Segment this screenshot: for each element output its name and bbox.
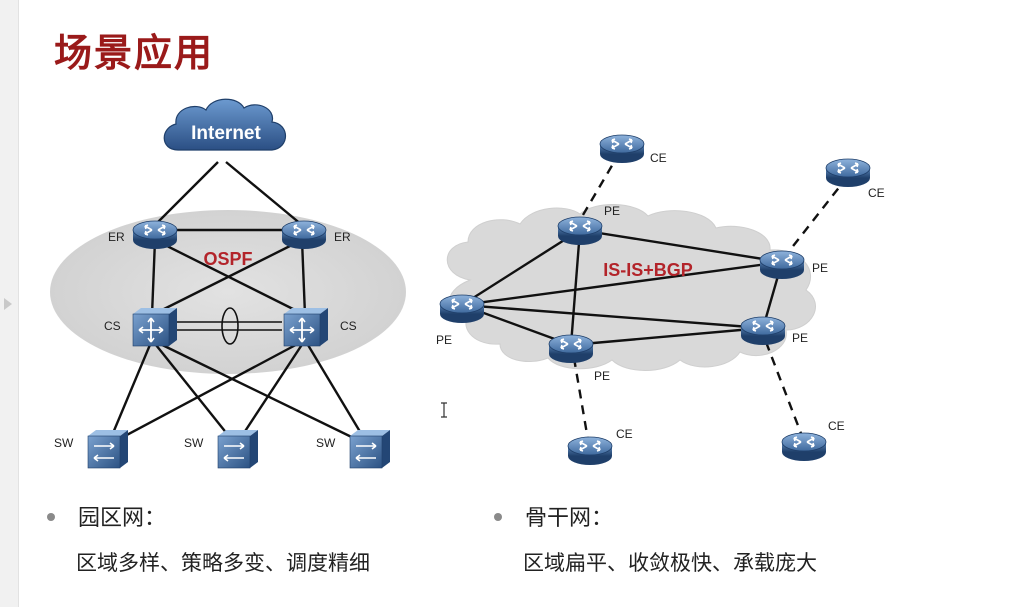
pe-router-lower-right-icon[interactable] [740,316,786,346]
cs-label-left: CS [104,319,121,333]
bullet-campus [47,513,55,521]
bullet-backbone [494,513,502,521]
campus-description: 区域多样、策略多变、调度精细 [76,551,370,575]
sw-label-2: SW [184,436,204,450]
pe-router-right-icon[interactable] [759,250,805,280]
pe-router-bottom-icon[interactable] [548,334,594,364]
sw-label-3: SW [316,436,336,450]
backbone-heading: 骨干网： [525,506,614,531]
ce-router-right-icon[interactable] [825,158,871,188]
pe-label-right: PE [812,261,828,275]
ce-router-top-icon[interactable] [599,134,645,164]
campus-area-ellipse [50,210,406,374]
sw-switch-1-icon[interactable] [87,429,129,469]
campus-heading: 园区网： [78,506,167,531]
cs-switch-right-icon[interactable] [283,307,329,347]
ce-label-bottom-right: CE [828,419,845,433]
pe-router-top-icon[interactable] [557,216,603,246]
cs-link-aggregation [176,307,282,345]
pe-router-left-icon[interactable] [439,294,485,324]
ce-router-bottom-right-icon[interactable] [781,432,827,462]
left-edge-bar [0,0,19,607]
ce-label-top: CE [650,151,667,165]
cs-label-right: CS [340,319,357,333]
backbone-cloud-icon [446,203,816,371]
internet-cloud-icon: Internet [163,98,287,151]
prev-slide-arrow-icon[interactable] [4,298,12,310]
ce-access-links [572,151,849,441]
ce-label-bottom-left: CE [616,427,633,441]
isis-bgp-label: IS-IS+BGP [603,260,693,280]
ospf-label: OSPF [203,249,252,269]
er-label-right: ER [334,230,351,244]
ce-router-bottom-left-icon[interactable] [567,436,613,466]
er-router-right-icon[interactable] [281,220,327,250]
pe-label-bottom: PE [594,369,610,383]
text-cursor-icon [441,402,447,418]
campus-links [106,161,370,447]
sw-switch-2-icon[interactable] [217,429,259,469]
sw-label-1: SW [54,436,74,450]
cs-switch-left-icon[interactable] [132,307,178,347]
er-label-left: ER [108,230,125,244]
pe-label-lower-right: PE [792,331,808,345]
internet-label: Internet [191,123,261,144]
pe-label-left: PE [436,333,452,347]
pe-label-top: PE [604,204,620,218]
backbone-description: 区域扁平、收敛极快、承载庞大 [523,551,817,575]
er-router-left-icon[interactable] [132,220,178,250]
slide-title: 场景应用 [54,31,215,75]
sw-switch-3-icon[interactable] [349,429,391,469]
ce-label-right: CE [868,186,885,200]
